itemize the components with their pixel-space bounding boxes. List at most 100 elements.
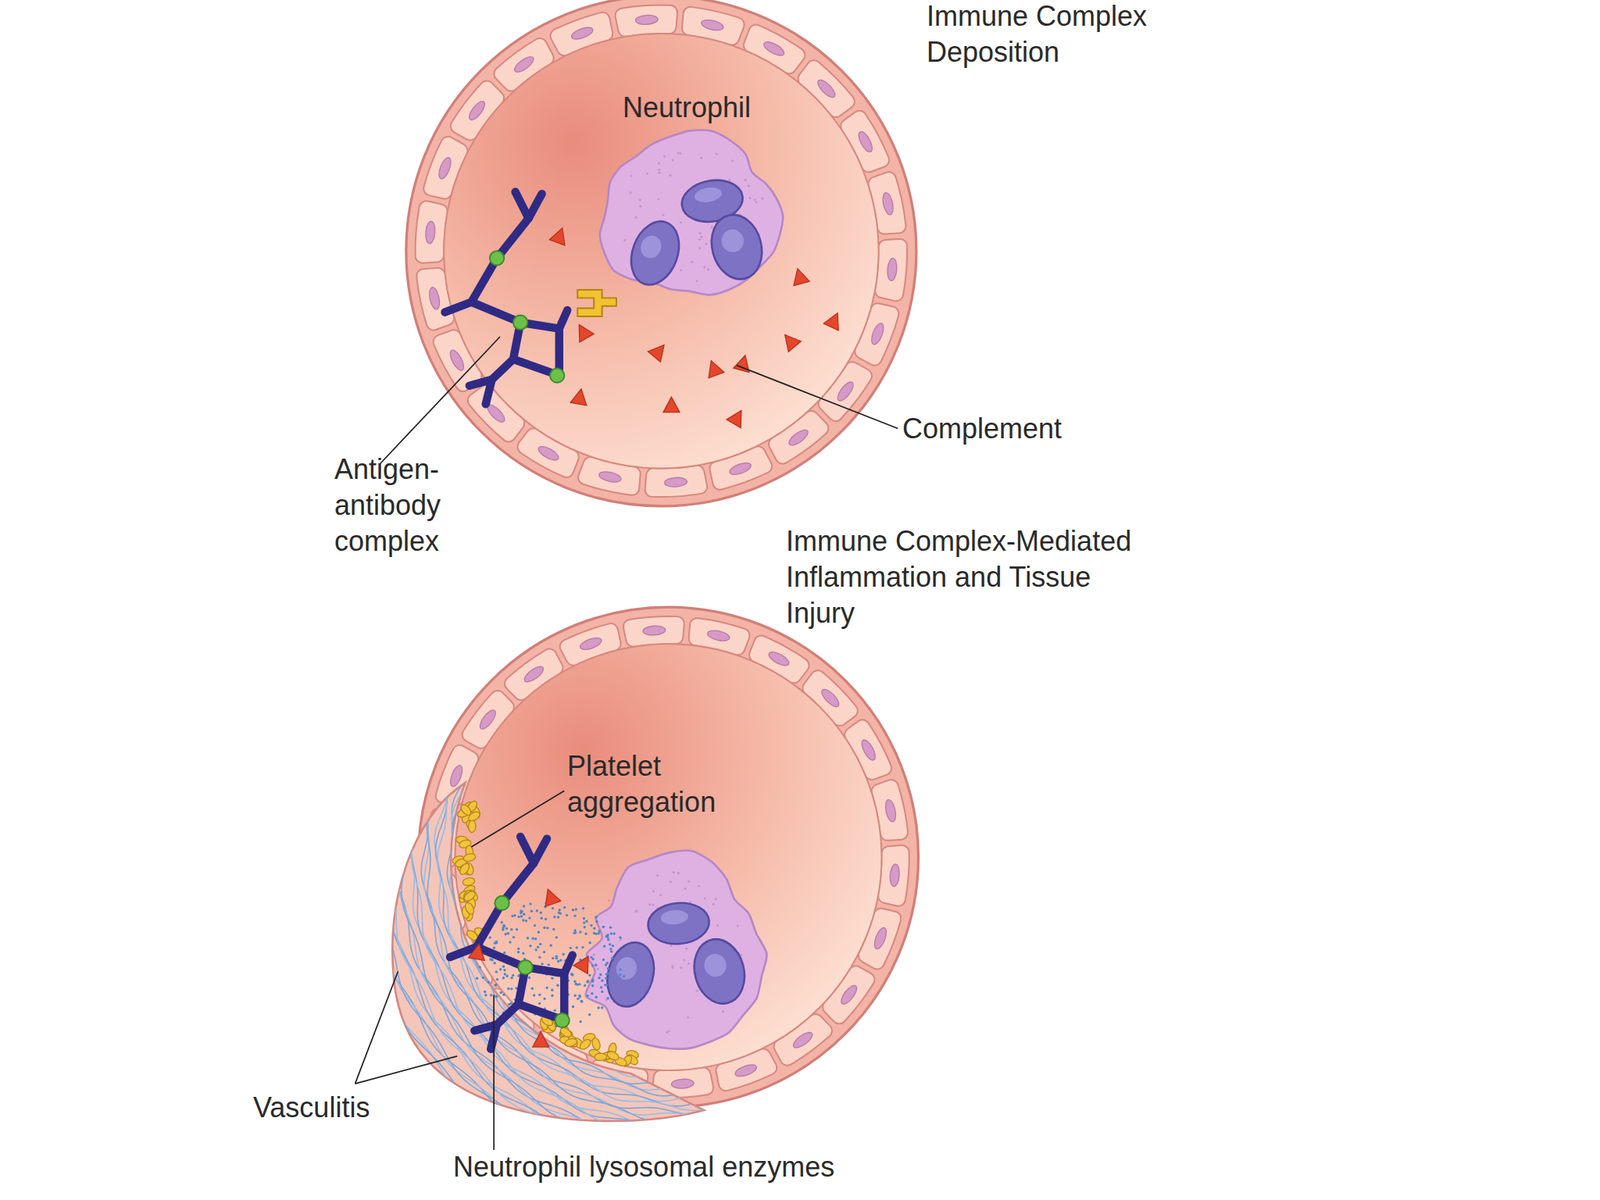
granule — [634, 910, 637, 913]
enzyme-dot — [590, 992, 593, 995]
enzyme-dot — [586, 979, 590, 983]
enzyme-dot — [588, 974, 591, 977]
granule — [659, 893, 662, 897]
enzyme-dot — [591, 978, 594, 981]
enzyme-dot — [528, 902, 532, 905]
immune-complex — [450, 836, 573, 1050]
vasculitis-fiber — [383, 676, 730, 1153]
complement-triangle — [789, 266, 810, 286]
platelet — [462, 852, 476, 863]
enzyme-dot — [478, 965, 482, 968]
enzyme-dot — [538, 993, 541, 997]
enzyme-dot — [588, 941, 591, 944]
vasculitis-fiber — [385, 669, 743, 1163]
enzyme-dot — [575, 983, 579, 986]
antigen — [489, 250, 504, 265]
enzyme-dot — [609, 925, 612, 929]
cell-nucleus — [578, 635, 604, 653]
granule — [663, 155, 666, 158]
enzyme-dot — [521, 918, 525, 922]
endothelial-cell — [645, 465, 708, 497]
enzyme-dot — [534, 937, 537, 940]
enzyme-dot — [492, 961, 496, 965]
enzyme-dot — [540, 917, 543, 920]
enzyme-dot — [574, 994, 577, 997]
enzyme-dot — [495, 970, 498, 973]
vasculitis-fiber — [369, 667, 732, 1166]
enzyme-dot — [559, 958, 562, 961]
granule — [697, 885, 700, 888]
vasculitis-fiber — [395, 685, 727, 1141]
granule — [736, 924, 740, 927]
enzyme-dot — [528, 976, 531, 979]
cell-nucleus — [728, 460, 753, 478]
enzyme-dot — [526, 936, 529, 940]
granule — [698, 246, 701, 250]
leader-line — [492, 994, 495, 1150]
antibody — [518, 967, 565, 1021]
cell-nucleus — [859, 738, 879, 763]
enzyme-dot — [530, 909, 533, 912]
complement-triangle — [468, 942, 488, 961]
enzyme-dot — [515, 928, 518, 931]
platelet — [459, 803, 473, 818]
platelet — [461, 876, 475, 886]
antigen — [513, 315, 528, 330]
enzyme-dot — [494, 983, 497, 986]
endothelial-cell — [415, 200, 448, 263]
enzyme-dot — [610, 932, 613, 935]
antibody — [513, 322, 560, 376]
enzyme-dot — [604, 976, 608, 979]
immune-complex — [444, 192, 568, 405]
blood-vessel — [406, 0, 917, 507]
enzyme-dot — [508, 940, 511, 943]
enzyme-dot — [505, 927, 508, 930]
enzyme-dot — [549, 944, 552, 947]
complement-triangle — [539, 886, 561, 908]
complement-triangle — [823, 309, 845, 331]
enzyme-dot — [559, 911, 562, 915]
enzyme-dot — [542, 926, 546, 929]
enzyme-dot — [571, 972, 574, 975]
enzyme-dot — [536, 946, 540, 949]
fc-receptor — [577, 289, 617, 317]
text-label: Complement — [902, 410, 1062, 447]
enzyme-dot — [585, 994, 589, 997]
neutrophil — [600, 130, 783, 296]
granule — [700, 157, 703, 160]
enzyme-dot — [503, 968, 506, 972]
enzyme-dot — [591, 957, 594, 961]
enzyme-dot — [503, 951, 506, 954]
cell-nucleus — [436, 156, 454, 181]
enzyme-dot — [517, 947, 520, 950]
enzyme-dot — [525, 919, 528, 922]
enzyme-dot — [575, 907, 578, 911]
granule — [684, 887, 687, 890]
cell-nucleus — [881, 192, 895, 217]
enzyme-dot — [594, 995, 597, 998]
enzyme-dot — [578, 995, 582, 998]
antibody — [564, 955, 572, 975]
granule — [754, 200, 758, 204]
granule — [686, 1016, 690, 1019]
enzyme-dot — [594, 915, 597, 918]
enzyme-dot — [496, 978, 499, 981]
enzyme-dot — [475, 977, 479, 980]
enzyme-dot — [600, 978, 604, 982]
enzyme-dot — [534, 948, 537, 951]
enzyme-dot — [583, 925, 586, 929]
text-label: Vasculitis — [253, 1089, 370, 1126]
cell-nucleus — [512, 53, 536, 75]
cell-nucleus — [883, 799, 897, 824]
platelet — [594, 1053, 608, 1061]
enzyme-dot — [597, 932, 600, 935]
granule — [635, 215, 638, 218]
platelet — [463, 901, 475, 916]
platelet — [590, 1036, 602, 1051]
granule — [629, 175, 633, 178]
cell-nucleus — [536, 443, 561, 463]
enzyme-dot — [546, 926, 549, 929]
complement-triangle — [647, 339, 671, 362]
enzyme-dot — [600, 1006, 604, 1009]
granule — [671, 964, 674, 968]
